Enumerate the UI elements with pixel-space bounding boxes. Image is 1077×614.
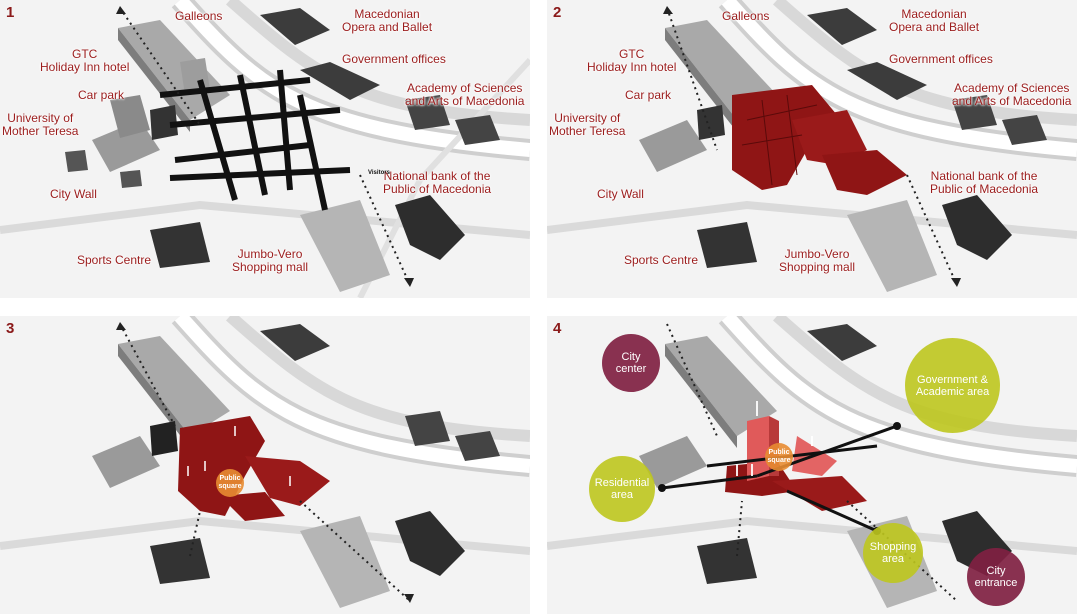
- label-carpark: Car park: [625, 88, 672, 102]
- panel-2-map: [547, 0, 1077, 292]
- label-government: Government offices: [889, 52, 993, 66]
- panel-4: 4 Public square City center Government &…: [547, 316, 1077, 614]
- panel-3: 3 Public square: [0, 316, 530, 614]
- label-jumbo: Jumbo-Vero Shopping mall: [779, 247, 856, 274]
- zone-residential: Residential area: [589, 456, 655, 522]
- label-university: University of Mother Teresa: [549, 111, 626, 138]
- label-gtc: GTC Holiday Inn hotel: [40, 47, 130, 74]
- panel-1: 1 Galleons Macedonian Opera and Ballet G…: [0, 0, 530, 298]
- label-academy: Academy of Sciences and Arts of Macedoni…: [405, 81, 525, 108]
- label-university: University of Mother Teresa: [2, 111, 79, 138]
- label-sports: Sports Centre: [624, 253, 699, 267]
- zone-government-academic: Government & Academic area: [905, 338, 1000, 433]
- label-citywall: City Wall: [597, 187, 644, 201]
- label-nationalbank: National bank of the Public of Macedonia: [383, 169, 492, 196]
- public-square-marker: Public square: [765, 443, 793, 471]
- zone-city-center: City center: [602, 334, 660, 392]
- label-visitors: Visitors: [368, 170, 390, 176]
- label-gtc: GTC Holiday Inn hotel: [587, 47, 677, 74]
- zone-shopping: Shopping area: [863, 523, 923, 583]
- label-citywall: City Wall: [50, 187, 97, 201]
- label-opera: Macedonian Opera and Ballet: [889, 7, 980, 34]
- label-academy: Academy of Sciences and Arts of Macedoni…: [952, 81, 1072, 108]
- label-opera: Macedonian Opera and Ballet: [342, 7, 433, 34]
- zone-city-entrance: City entrance: [967, 548, 1025, 606]
- label-galleons: Galleons: [722, 9, 770, 23]
- panel-number: 3: [6, 320, 15, 337]
- panel-4-map: [547, 316, 1077, 608]
- label-carpark: Car park: [78, 88, 125, 102]
- panel-number: 2: [553, 4, 562, 21]
- label-galleons: Galleons: [175, 9, 223, 23]
- panel-number: 4: [553, 320, 562, 337]
- panel-1-map: [0, 0, 530, 298]
- panel-3-map: [0, 316, 530, 608]
- label-sports: Sports Centre: [77, 253, 152, 267]
- public-square-marker: Public square: [216, 469, 244, 497]
- label-government: Government offices: [342, 52, 446, 66]
- label-nationalbank: National bank of the Public of Macedonia: [930, 169, 1039, 196]
- panel-number: 1: [6, 4, 15, 21]
- panel-2: 2 Galleons Macedonian Opera and Ballet G…: [547, 0, 1077, 298]
- label-jumbo: Jumbo-Vero Shopping mall: [232, 247, 309, 274]
